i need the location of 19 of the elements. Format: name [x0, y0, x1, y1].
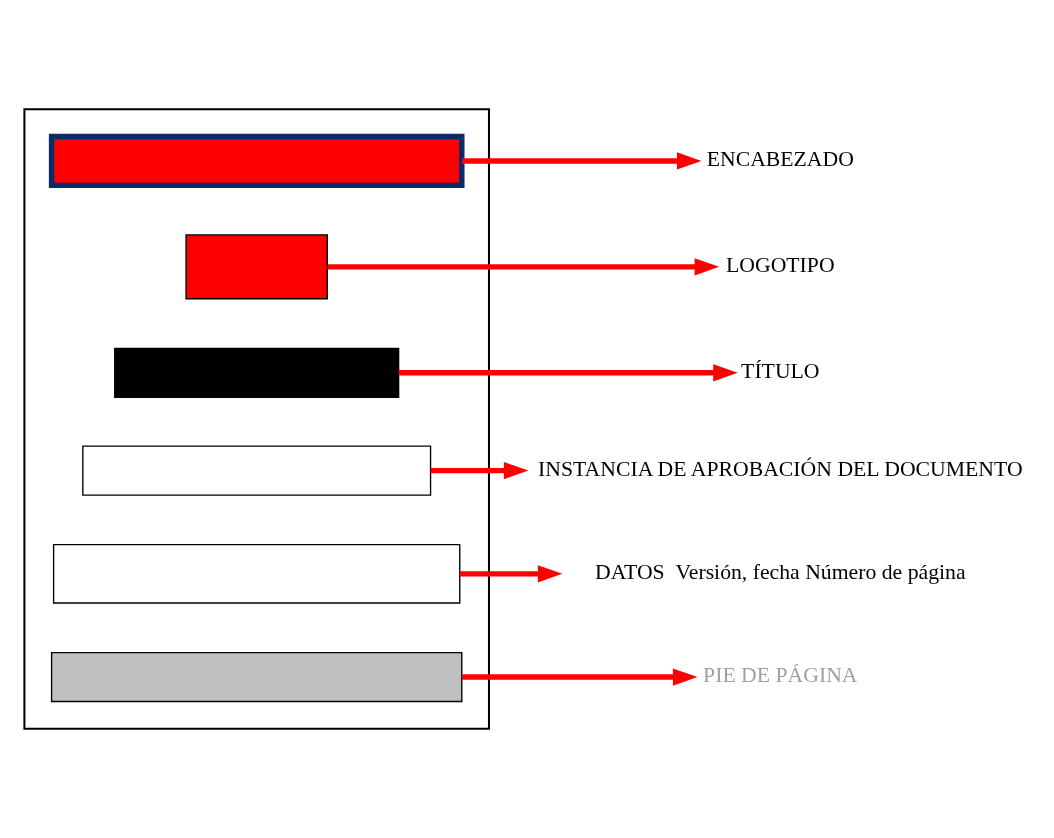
node-box — [114, 347, 400, 398]
arrow — [462, 152, 702, 170]
arrow — [462, 668, 698, 686]
node-text: TÍTULO — [741, 358, 820, 383]
arrow — [398, 364, 738, 382]
node-box — [50, 651, 463, 703]
node-box — [82, 445, 432, 496]
node-box — [52, 543, 461, 604]
arrow — [459, 565, 563, 583]
node-text: DATOS Versión, fecha Número de página — [595, 560, 966, 585]
node-box — [48, 133, 465, 189]
arrow — [327, 258, 720, 276]
node-text: PIE DE PÁGINA — [703, 663, 858, 688]
node-text: INSTANCIA DE APROBACIÓN DEL DOCUMENTO — [538, 456, 1023, 481]
node-text: LOGOTIPO — [726, 253, 835, 278]
node-text: ENCABEZADO — [706, 147, 854, 172]
cluster — [23, 108, 490, 730]
arrow — [430, 462, 529, 480]
node-box — [185, 234, 328, 300]
